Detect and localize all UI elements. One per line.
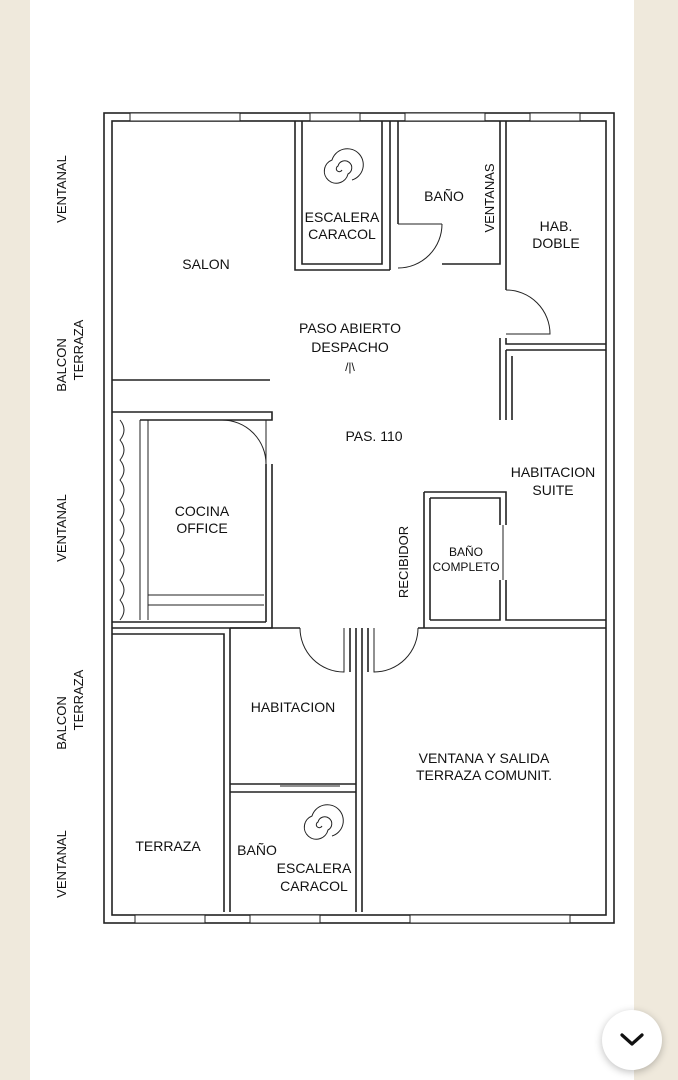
wall-bano-right [442, 121, 507, 290]
wall-bano-left [389, 121, 399, 270]
label-terraza-com-l1: VENTANA Y SALIDA [419, 750, 550, 766]
wall-mid-post [349, 628, 369, 672]
label-suite-l1: HABITACION [511, 464, 596, 480]
label-terraza: TERRAZA [135, 838, 201, 854]
label-paso-l1: PASO ABIERTO [299, 320, 401, 336]
label-bano-1: BAÑO [424, 188, 464, 204]
wall-habitacion-bottom [230, 783, 356, 793]
door-cocina [221, 419, 267, 465]
spiral-stair-icon [323, 148, 364, 184]
label-ventanal-3: VENTANAL [54, 830, 69, 898]
label-escalera-2-l2: CARACOL [280, 878, 348, 894]
wall-terraza [112, 628, 231, 912]
label-suite-l2: SUITE [532, 482, 573, 498]
chevron-down-icon [620, 1033, 644, 1046]
wall-habitacion-right [355, 672, 363, 912]
label-bano-2: BAÑO [237, 842, 277, 858]
cocina-counter [139, 420, 149, 620]
label-escalera-2-l1: ESCALERA [277, 860, 352, 876]
label-bano-completo-l1: BAÑO [449, 545, 483, 559]
scroll-down-button[interactable] [602, 1010, 662, 1070]
wall-cocina-top [112, 411, 273, 421]
left-background-strip [0, 0, 30, 1080]
wall-escalera-1 [294, 121, 390, 271]
label-terraza-com-l2: TERRAZA COMUNIT. [416, 767, 552, 783]
label-balcon-1-l1: BALCON [54, 338, 69, 391]
label-ventanas: VENTANAS [482, 163, 497, 232]
label-escalera-1-l2: CARACOL [308, 226, 376, 242]
label-paso-mark: /|\ [345, 360, 355, 374]
label-balcon-2-l2: TERRAZA [71, 669, 86, 730]
label-hab-doble-l2: DOBLE [532, 235, 579, 251]
label-bano-completo-l2: COMPLETO [432, 560, 499, 574]
label-pasillo: PAS. 110 [345, 428, 402, 444]
wall-escalera-1-inner [301, 121, 383, 265]
door-habitacion [299, 627, 345, 673]
wall-bano-completo-bottom [430, 580, 606, 621]
floor-plan-sheet [30, 0, 634, 1080]
top-windows [129, 112, 581, 122]
door-hab-doble [505, 289, 551, 335]
wall-bano-completo-top [424, 491, 507, 525]
wall-hab-doble-bottom [499, 338, 606, 420]
right-background-strip [634, 0, 678, 1080]
label-ventanal-2: VENTANAL [54, 494, 69, 562]
wall-suite-left-top [505, 350, 513, 420]
label-balcon-1-l2: TERRAZA [71, 319, 86, 380]
label-ventanal-1: VENTANAL [54, 155, 69, 223]
label-paso-l2: DESPACHO [311, 339, 389, 355]
label-escalera-1-l1: ESCALERA [305, 209, 380, 225]
spiral-stair-icon [303, 804, 344, 840]
label-cocina-l1: COCINA [175, 503, 230, 519]
label-hab-doble-l1: HAB. [540, 218, 573, 234]
label-cocina-l2: OFFICE [176, 520, 227, 536]
label-salon: SALON [182, 256, 229, 272]
label-habitacion: HABITACION [251, 699, 336, 715]
bottom-windows [134, 914, 571, 924]
label-balcon-2-l1: BALCON [54, 696, 69, 749]
wall-bano-completo-left [423, 492, 431, 628]
door-bano-1 [397, 223, 443, 269]
cocina-counter-bottom [148, 594, 264, 606]
label-recibidor: RECIBIDOR [396, 526, 411, 598]
door-terraza-com [373, 627, 419, 673]
cocina-curtain [119, 419, 125, 621]
wall-cocina-right [112, 464, 273, 629]
